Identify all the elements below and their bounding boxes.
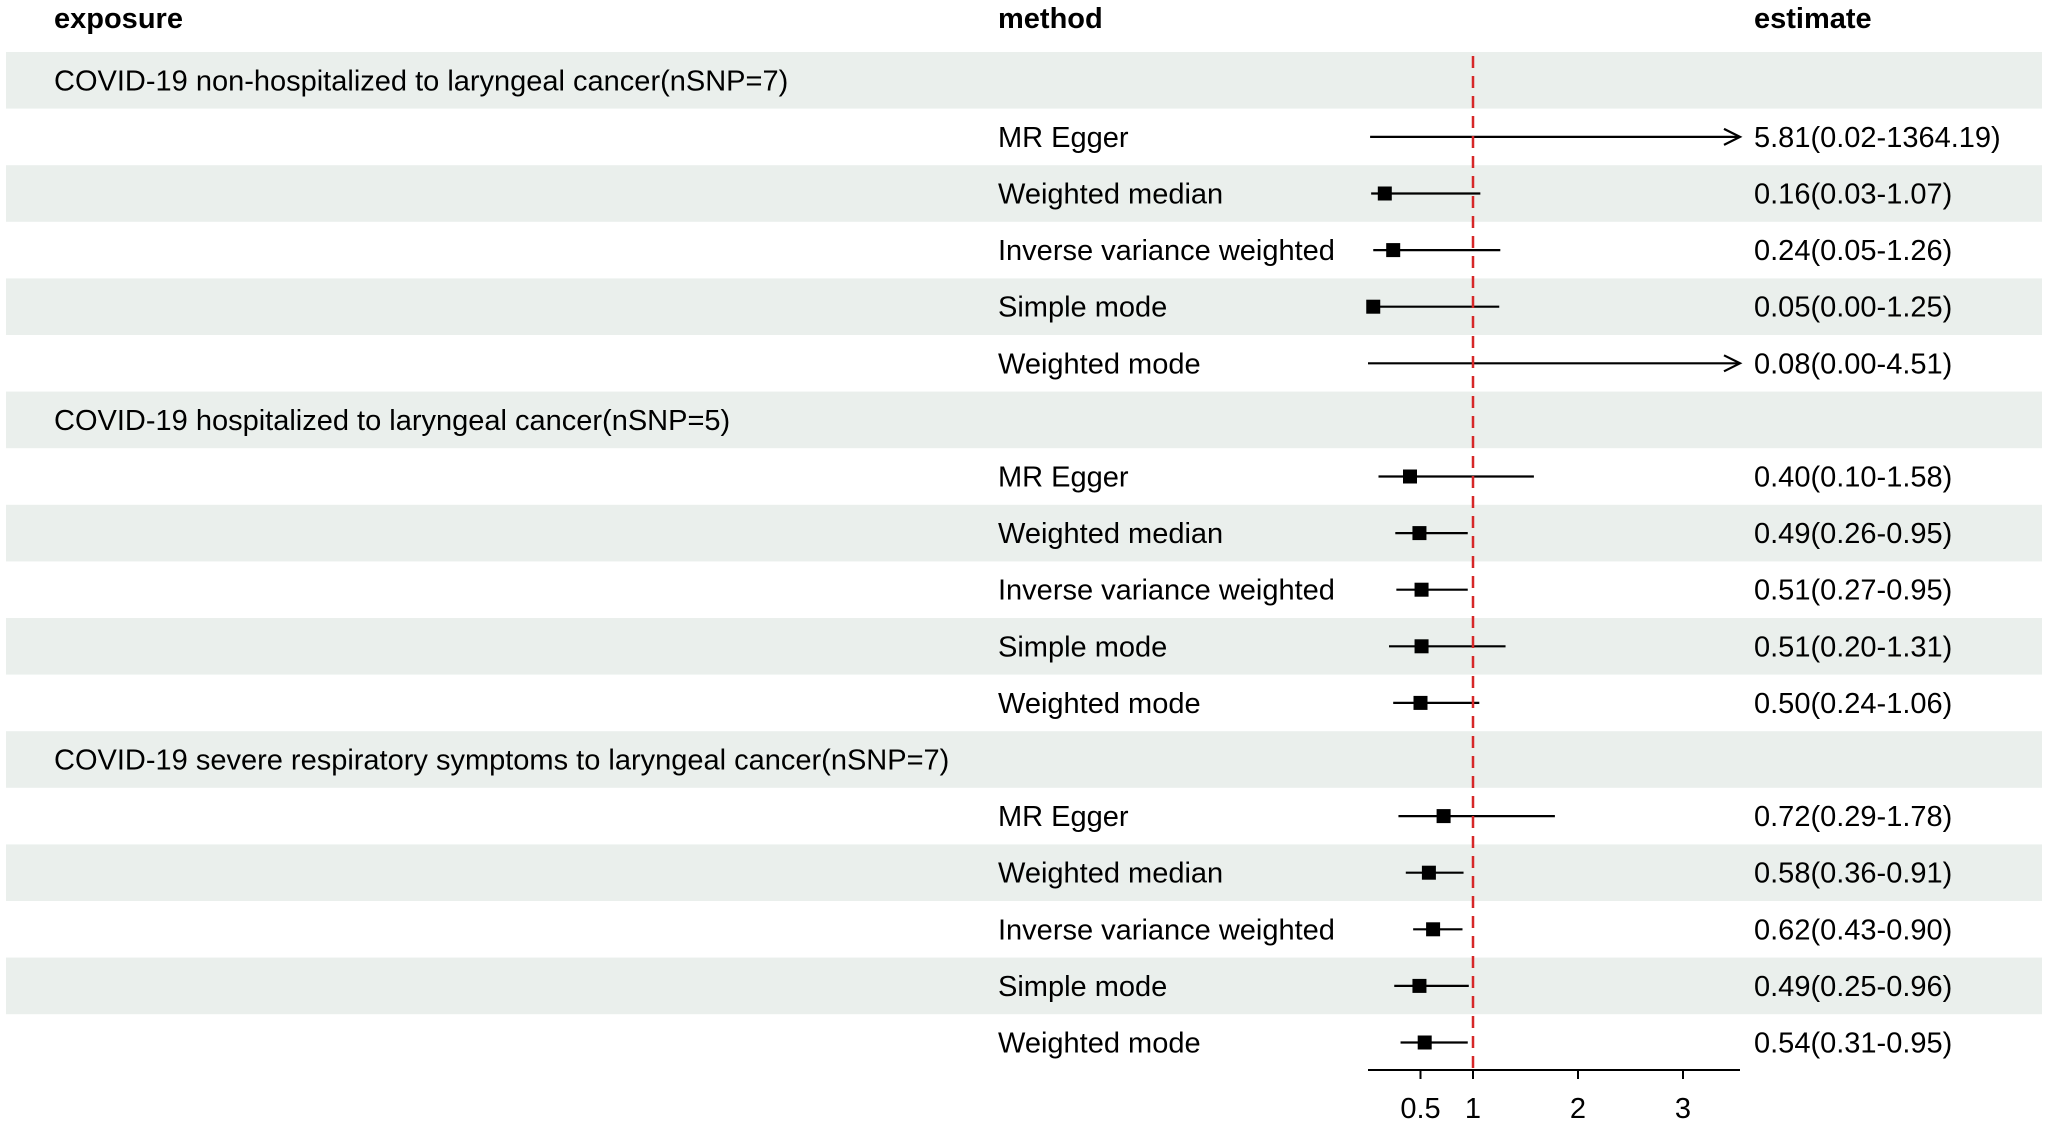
method-label: Weighted median xyxy=(998,179,1223,211)
exposure-label: COVID-19 severe respiratory symptoms to … xyxy=(54,745,949,777)
method-label: MR Egger xyxy=(998,462,1129,494)
estimate-label: 0.51(0.27-0.95) xyxy=(1754,575,1952,607)
estimate-label: 0.58(0.36-0.91) xyxy=(1754,858,1952,890)
point-estimate xyxy=(1426,922,1441,937)
row-bands xyxy=(6,52,2042,1015)
exposure-label: COVID-19 non-hospitalized to laryngeal c… xyxy=(54,65,788,97)
row-band xyxy=(6,844,2042,901)
point-estimate xyxy=(1412,978,1427,993)
tick-label: 3 xyxy=(1675,1093,1691,1125)
row-band xyxy=(6,391,2042,449)
row-band xyxy=(6,504,2042,562)
method-label: Simple mode xyxy=(998,971,1167,1003)
row-band xyxy=(6,731,2042,788)
estimate-label: 0.51(0.20-1.31) xyxy=(1754,631,1952,663)
estimate-label: 0.54(0.31-0.95) xyxy=(1754,1028,1952,1060)
ci-arrow xyxy=(1723,354,1743,373)
forest-rows: COVID-19 non-hospitalized to laryngeal c… xyxy=(54,65,2001,1059)
x-axis: 0.5 1 2 3 xyxy=(1368,1069,1740,1125)
point-estimate xyxy=(1414,582,1429,597)
method-label: Weighted median xyxy=(998,858,1223,890)
estimate-label: 5.81(0.02-1364.19) xyxy=(1754,122,2001,154)
method-label: Inverse variance weighted xyxy=(998,575,1335,607)
point-estimate xyxy=(1403,469,1417,484)
header-method: method xyxy=(998,3,1103,35)
point-estimate xyxy=(1414,639,1429,654)
row-band xyxy=(6,618,2042,675)
method-label: MR Egger xyxy=(998,122,1129,154)
point-estimate xyxy=(1413,695,1428,710)
tick-label: 0.5 xyxy=(1400,1093,1440,1125)
point-estimate xyxy=(1377,186,1392,201)
method-label: Weighted median xyxy=(998,518,1223,550)
header-estimate: estimate xyxy=(1754,3,1872,35)
estimate-label: 0.08(0.00-4.51) xyxy=(1754,348,1952,380)
point-estimate xyxy=(1421,865,1436,880)
point-estimate xyxy=(1436,809,1451,824)
exposure-label: COVID-19 hospitalized to laryngeal cance… xyxy=(54,405,730,437)
estimate-label: 0.16(0.03-1.07) xyxy=(1754,179,1952,211)
method-label: Weighted mode xyxy=(998,688,1201,720)
estimate-label: 0.05(0.00-1.25) xyxy=(1754,292,1952,324)
header-exposure: exposure xyxy=(54,3,183,35)
tick-label: 1 xyxy=(1465,1093,1481,1125)
row-band xyxy=(6,52,2042,109)
estimate-label: 0.40(0.10-1.58) xyxy=(1754,462,1952,494)
row-band xyxy=(6,165,2042,222)
estimate-label: 0.72(0.29-1.78) xyxy=(1754,801,1952,833)
row-band xyxy=(6,957,2042,1015)
point-estimate xyxy=(1417,1035,1432,1050)
method-label: Inverse variance weighted xyxy=(998,235,1335,267)
method-label: Simple mode xyxy=(998,292,1167,324)
ci-arrow xyxy=(1723,127,1743,146)
estimate-label: 0.24(0.05-1.26) xyxy=(1754,235,1952,267)
method-label: MR Egger xyxy=(998,801,1129,833)
row-band xyxy=(6,278,2042,335)
point-estimate xyxy=(1412,526,1427,541)
method-label: Weighted mode xyxy=(998,1028,1201,1060)
estimate-label: 0.50(0.24-1.06) xyxy=(1754,688,1952,720)
estimate-label: 0.49(0.25-0.96) xyxy=(1754,971,1952,1003)
estimate-label: 0.49(0.26-0.95) xyxy=(1754,518,1952,550)
method-label: Simple mode xyxy=(998,631,1167,663)
point-estimate xyxy=(1366,299,1381,314)
tick-label: 2 xyxy=(1570,1093,1586,1125)
point-estimate xyxy=(1386,243,1401,258)
method-label: Weighted mode xyxy=(998,348,1201,380)
estimate-label: 0.62(0.43-0.90) xyxy=(1754,914,1952,946)
method-label: Inverse variance weighted xyxy=(998,914,1335,946)
